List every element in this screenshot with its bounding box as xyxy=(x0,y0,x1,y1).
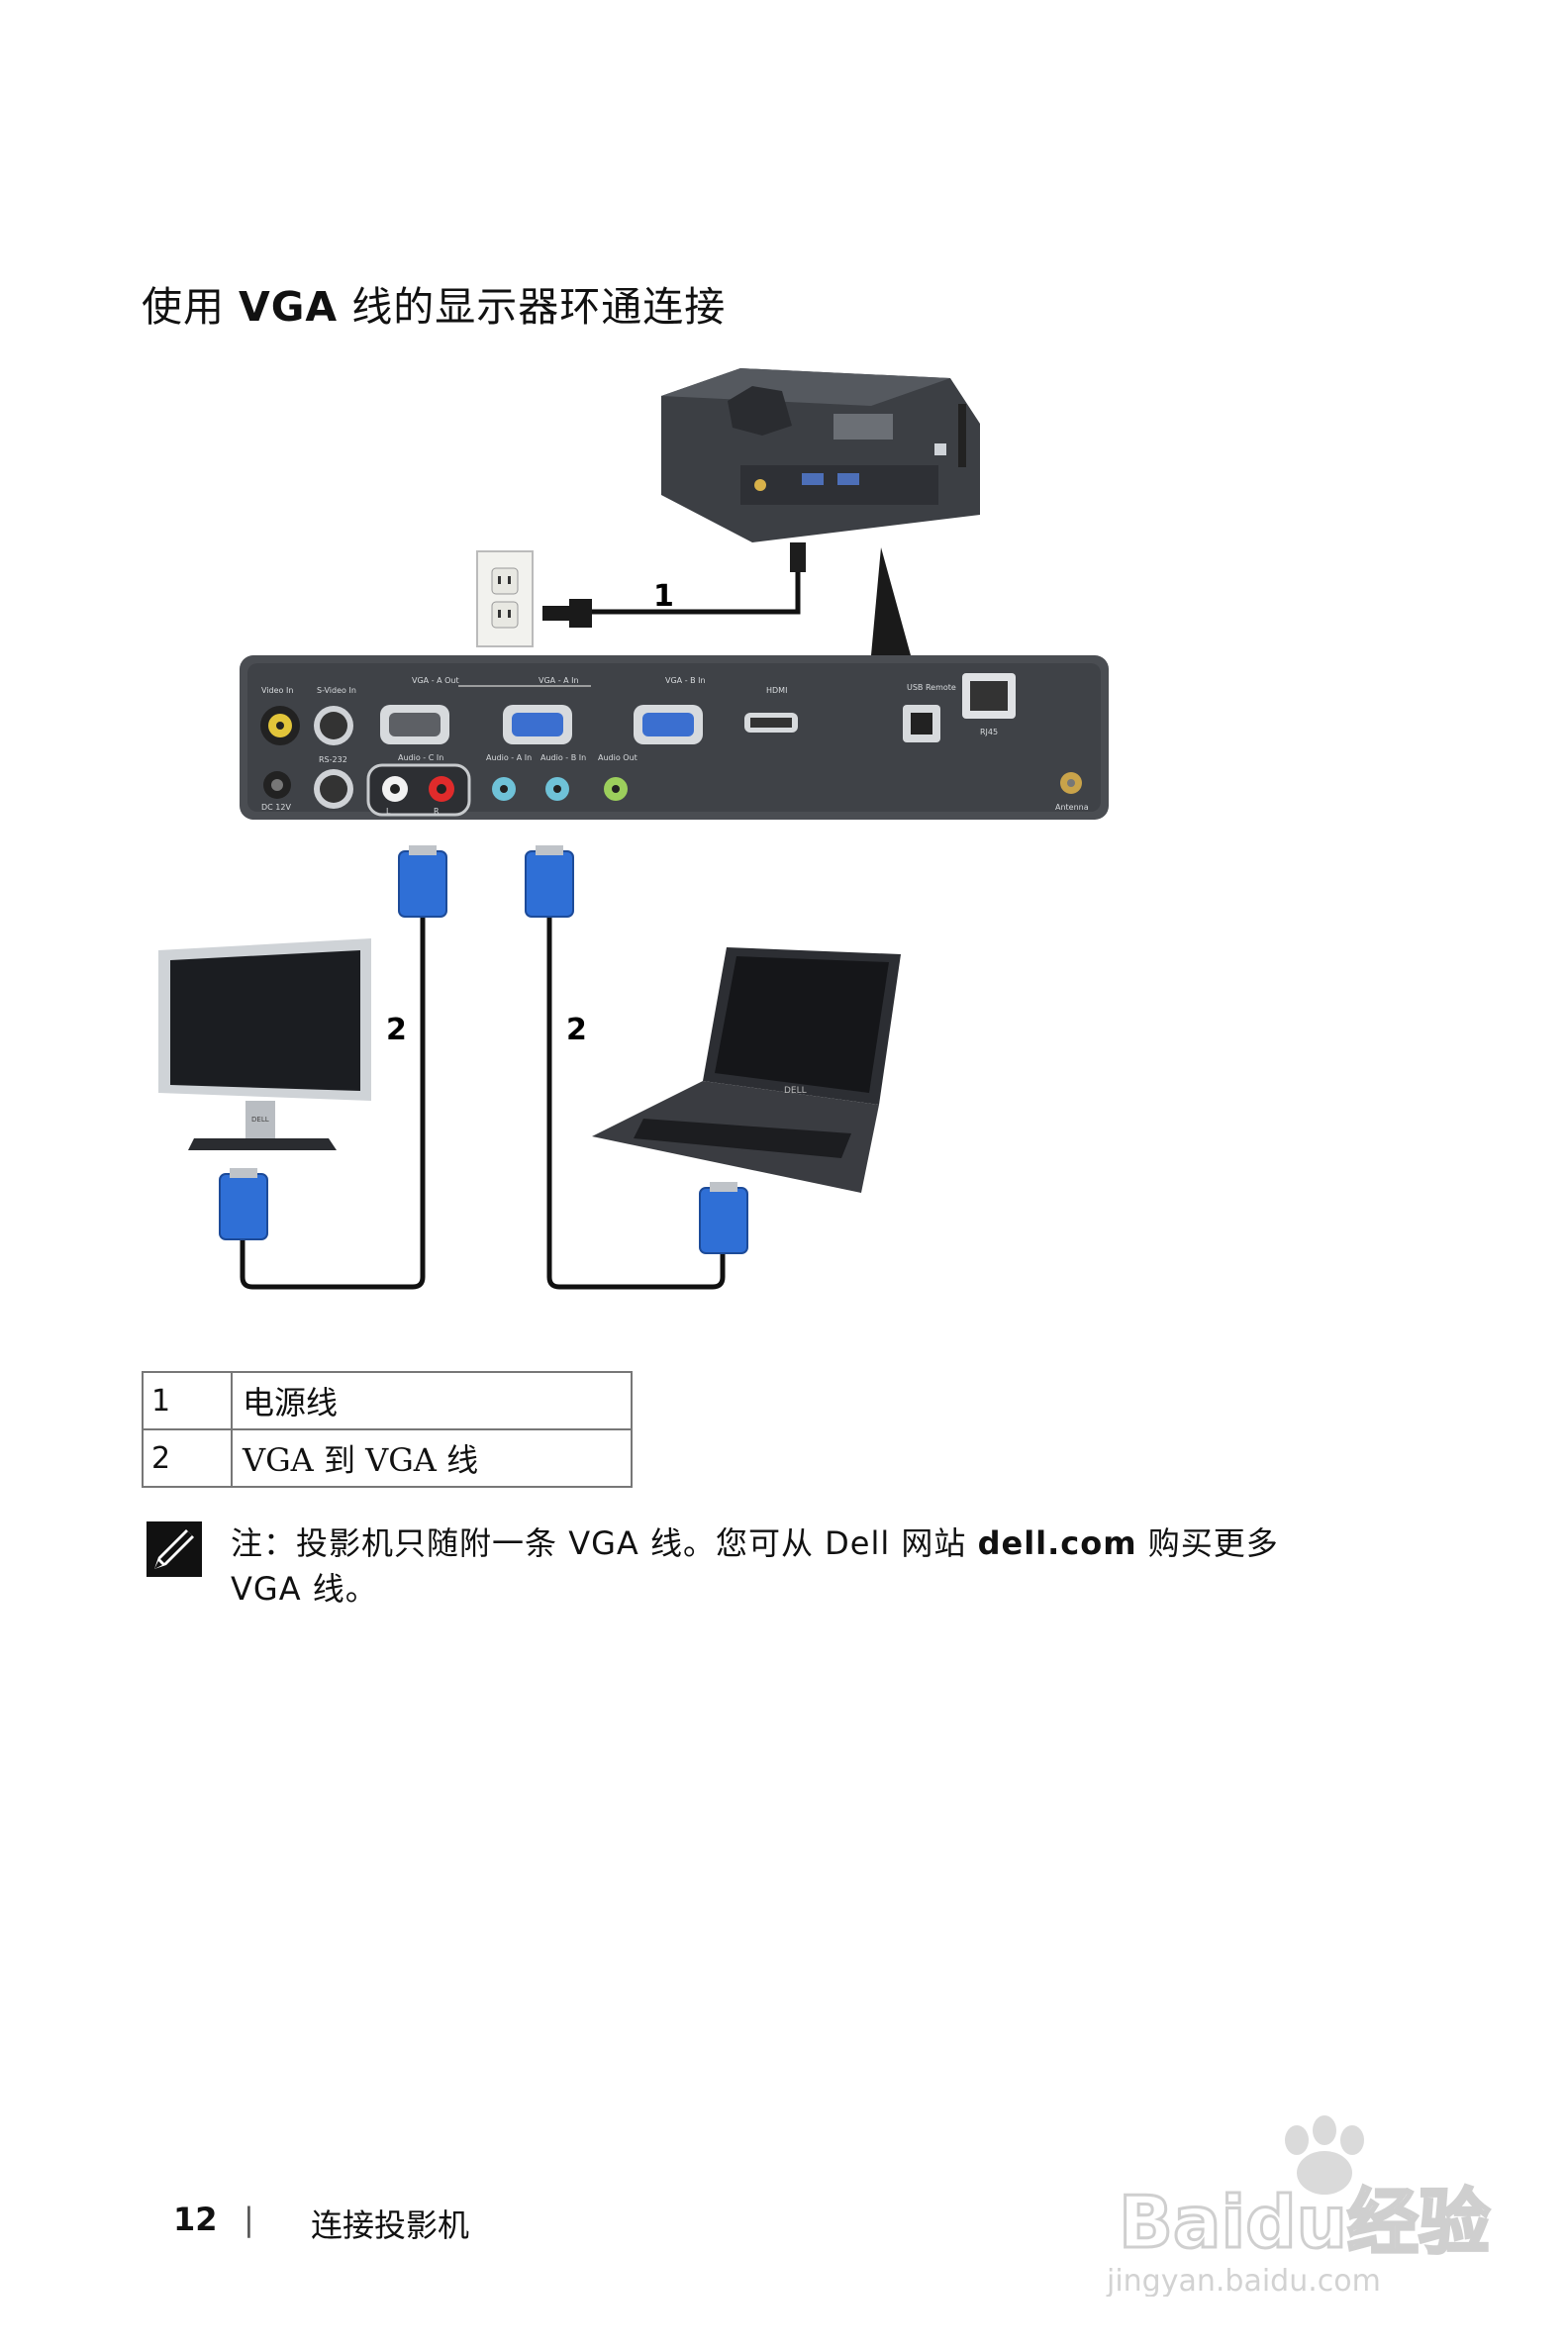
vga-plug-4 xyxy=(699,1187,748,1254)
callout-1: 1 xyxy=(653,579,674,614)
legend-row: 2 VGA 到 VGA 线 xyxy=(142,1428,633,1488)
footer-section: 连接投影机 xyxy=(311,2206,470,2244)
monitor-brand: DELL xyxy=(251,1116,269,1124)
monitor: DELL xyxy=(158,938,371,1150)
label-rj45: RJ45 xyxy=(980,728,998,736)
vga-plug-2 xyxy=(525,850,574,918)
callout-2a: 2 xyxy=(386,1013,407,1047)
legend-row: 1 电源线 xyxy=(142,1371,633,1430)
wall-outlet xyxy=(476,550,592,647)
laptop: DELL xyxy=(592,947,901,1193)
legend-description: VGA 到 VGA 线 xyxy=(231,1428,633,1488)
legend-description: 电源线 xyxy=(231,1371,633,1430)
title-bold: VGA xyxy=(239,283,339,331)
watermark-brand: Baidu经验 xyxy=(1119,2181,1490,2264)
footer-separator: | xyxy=(244,2201,254,2238)
label-usb-remote: USB Remote xyxy=(907,683,956,692)
vga-plug-3 xyxy=(219,1173,268,1240)
label-vga-b-in: VGA - B In xyxy=(665,676,706,685)
label-right: R xyxy=(434,807,440,816)
page-number: 12 xyxy=(173,2201,218,2238)
page-title: 使用 VGA 线的显示器环通连接 xyxy=(142,273,726,333)
label-audio-out: Audio Out xyxy=(598,753,637,762)
legend-number: 2 xyxy=(142,1428,233,1488)
connection-diagram: 1 Video In S-Video In VGA - A Out VGA - … xyxy=(158,368,1109,1290)
note-body-end: 购买更多 VGA 线。 xyxy=(231,1524,1279,1608)
label-hdmi: HDMI xyxy=(766,686,787,695)
vga-plug-1 xyxy=(398,850,447,918)
label-dc12v: DC 12V xyxy=(261,803,291,812)
note-text: 注：投影机只随附一条 VGA 线。您可从 Dell 网站 dell.com 购买… xyxy=(231,1520,1320,1612)
vga-cable-laptop xyxy=(546,916,726,1290)
note-pencil-icon xyxy=(147,1521,202,1577)
dell-link[interactable]: dell.com xyxy=(977,1524,1137,1562)
label-video-in: Video In xyxy=(261,686,293,695)
baidu-watermark: Baidu经验 jingyan.baidu.com xyxy=(1106,2115,1491,2297)
title-suffix: 线的显示器环通连接 xyxy=(338,283,727,331)
note-body: 投影机只随附一条 VGA 线。您可从 Dell 网站 xyxy=(296,1524,978,1562)
label-audio-a-in: Audio - A In xyxy=(486,753,532,762)
rear-panel: Video In S-Video In VGA - A Out VGA - A … xyxy=(240,655,1109,820)
label-vga-a-in: VGA - A In xyxy=(539,676,579,685)
watermark-url: jingyan.baidu.com xyxy=(1106,2264,1381,2297)
callout-2b: 2 xyxy=(566,1013,587,1047)
label-audio-c-in: Audio - C In xyxy=(398,753,443,762)
title-prefix: 使用 xyxy=(142,283,240,331)
label-rs232: RS-232 xyxy=(319,755,347,764)
label-svideo-in: S-Video In xyxy=(317,686,356,695)
legend-table: 1 电源线 2 VGA 到 VGA 线 xyxy=(142,1371,633,1488)
label-antenna: Antenna xyxy=(1055,803,1089,812)
legend-number: 1 xyxy=(142,1371,233,1430)
projector xyxy=(661,368,980,542)
vga-cable-monitor xyxy=(240,916,426,1290)
note-label: 注： xyxy=(231,1524,297,1562)
label-audio-b-in: Audio - B In xyxy=(540,753,586,762)
label-vga-a-out: VGA - A Out xyxy=(412,676,459,685)
label-left: L xyxy=(386,807,391,816)
laptop-brand: DELL xyxy=(784,1086,807,1096)
